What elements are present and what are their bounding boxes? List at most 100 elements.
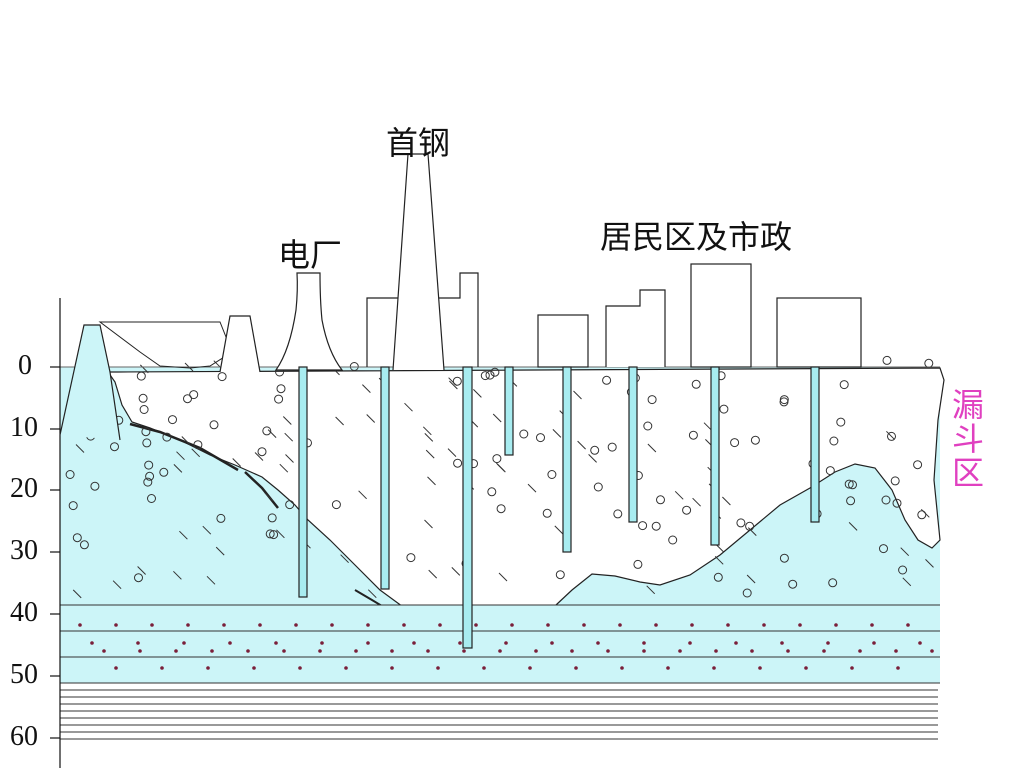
gravel-dot xyxy=(498,649,502,653)
sediment-circle xyxy=(262,426,272,436)
sediment-circle xyxy=(168,415,177,425)
sediment-circle xyxy=(487,487,497,497)
gravel-dot xyxy=(210,649,214,653)
gravel-dot xyxy=(114,666,118,670)
gravel-dot xyxy=(688,641,692,645)
sediment-dash xyxy=(588,454,597,463)
sediment-circle xyxy=(829,436,839,446)
gravel-dot xyxy=(114,623,118,627)
sediment-circle xyxy=(633,559,643,569)
sediment-circle xyxy=(162,432,172,442)
gravel-dot xyxy=(762,623,766,627)
sediment-dash xyxy=(173,570,182,580)
sediment-dash xyxy=(902,577,912,587)
gravel-dot xyxy=(246,649,250,653)
gravel-dot xyxy=(504,641,508,645)
sediment-dash xyxy=(498,572,508,582)
depth-tick-10: 10 xyxy=(10,412,38,443)
gravel-dot xyxy=(366,623,370,627)
sediment-dash xyxy=(925,559,934,568)
sediment-circle xyxy=(536,433,545,443)
sediment-circle xyxy=(452,376,462,386)
sediment-circle xyxy=(643,421,653,431)
sediment-dash xyxy=(473,389,482,398)
gravel-dot xyxy=(390,666,394,670)
sediment-dash xyxy=(647,443,657,453)
gravel-dots xyxy=(78,623,934,670)
gravel-dot xyxy=(222,623,226,627)
gravel-dot xyxy=(620,666,624,670)
sediment-dash xyxy=(900,547,910,557)
building-3 xyxy=(690,263,752,368)
sediment-dash xyxy=(340,554,349,564)
sediment-circle xyxy=(269,530,279,540)
lower-aquifer xyxy=(60,605,940,683)
sediment-dash xyxy=(747,527,757,536)
sediment-circle xyxy=(110,442,119,452)
sediment-circle xyxy=(159,467,169,477)
sediment-circle xyxy=(836,417,846,427)
sediment-circle xyxy=(406,553,416,563)
gravel-dot xyxy=(528,666,532,670)
gravel-dot xyxy=(186,623,190,627)
well-3 xyxy=(462,366,473,649)
well-8 xyxy=(810,366,820,523)
sediment-dash xyxy=(285,454,294,463)
sediment-dash xyxy=(424,519,433,529)
sediment-dash xyxy=(848,522,858,531)
well-5 xyxy=(562,366,572,553)
sediment-circle xyxy=(828,578,838,588)
gravel-dot xyxy=(150,623,154,627)
gravel-dot xyxy=(78,623,82,627)
gravel-dot xyxy=(390,649,394,653)
gravel-dot xyxy=(734,641,738,645)
gravel-dot xyxy=(822,649,826,653)
gravel-dot xyxy=(606,649,610,653)
sediment-circle xyxy=(145,471,155,481)
gravel-dot xyxy=(534,649,538,653)
depth-tick-0: 0 xyxy=(18,350,32,381)
gravel-dot xyxy=(714,649,718,653)
wells xyxy=(298,366,820,649)
sediment-dash xyxy=(276,529,285,539)
gravel-dot xyxy=(320,641,324,645)
sediment-dash xyxy=(279,463,289,473)
sediment-circle xyxy=(913,460,923,470)
sediment-circle xyxy=(593,482,603,492)
sediment-dash xyxy=(202,525,212,535)
gravel-dot xyxy=(366,641,370,645)
sediment-dash xyxy=(554,525,564,535)
well-4 xyxy=(504,366,514,456)
gravel-dot xyxy=(228,641,232,645)
sediment-dash xyxy=(674,490,684,500)
gravel-dot xyxy=(804,666,808,670)
sediment-dash xyxy=(886,430,895,440)
sediment-dash xyxy=(422,426,432,436)
sediment-circle xyxy=(257,447,267,457)
sediment-circle xyxy=(139,405,149,414)
depth-tick-60: 60 xyxy=(10,721,38,752)
sediment-dash xyxy=(72,589,82,599)
sediment-dash xyxy=(448,377,457,387)
sediment-dash xyxy=(746,574,756,584)
gravel-dot xyxy=(252,666,256,670)
sediment-circle xyxy=(890,476,900,486)
sediment-circle xyxy=(143,477,153,487)
sediment-circle xyxy=(331,500,341,510)
well-6 xyxy=(628,366,638,523)
gravel-dot xyxy=(90,641,94,645)
sediment-dash xyxy=(191,448,201,458)
sediment-circle xyxy=(750,435,760,445)
gravel-dot xyxy=(482,666,486,670)
depth-axis xyxy=(50,298,61,768)
left-hill xyxy=(59,324,121,441)
gravel-dot xyxy=(136,641,140,645)
gravel-dot xyxy=(462,649,466,653)
sediment-dash xyxy=(722,496,731,506)
gravel-dot xyxy=(666,666,670,670)
gravel-dot xyxy=(574,666,578,670)
gravel-dot xyxy=(160,666,164,670)
sediment-circle xyxy=(453,458,463,468)
gravel-dot xyxy=(206,666,210,670)
